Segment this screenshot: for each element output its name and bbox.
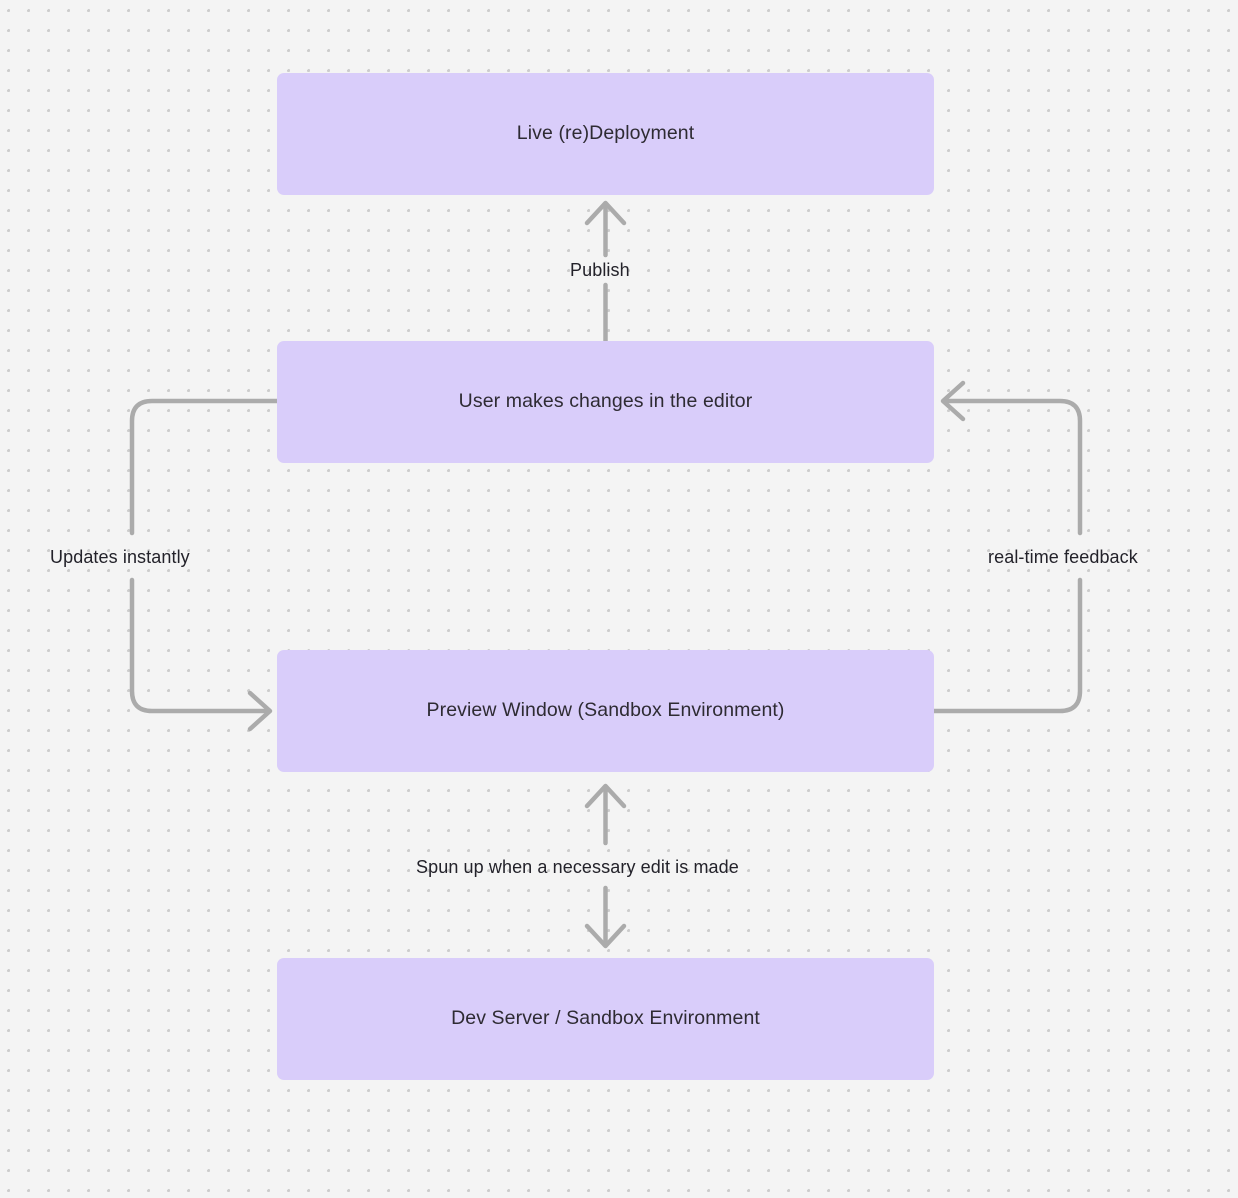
node-label: User makes changes in the editor [458, 390, 753, 413]
node-preview-window-sandbox-environment[interactable]: Preview Window (Sandbox Environment) [277, 650, 934, 772]
node-user-makes-changes-in-the-editor[interactable]: User makes changes in the editor [277, 341, 934, 463]
arrowhead-up-icon [584, 783, 627, 809]
arrowhead-right-icon [247, 690, 273, 732]
node-label: Live (re)Deployment [516, 122, 695, 145]
arrowhead-down-icon [584, 923, 627, 949]
node-label: Preview Window (Sandbox Environment) [426, 699, 785, 722]
node-dev-server-sandbox-environment[interactable]: Dev Server / Sandbox Environment [277, 958, 934, 1080]
arrowhead-up-icon [584, 200, 627, 226]
edge-label-publish: Publish [570, 260, 630, 280]
node-live-redeployment[interactable]: Live (re)Deployment [277, 73, 934, 195]
edge-label-spun-up-when-a-necessary-edit-is-made: Spun up when a necessary edit is made [416, 857, 739, 877]
node-label: Dev Server / Sandbox Environment [451, 1007, 760, 1030]
edge-label-updates-instantly: Updates instantly [50, 547, 190, 567]
arrowhead-left-icon [940, 380, 966, 422]
edge-label-real-time-feedback: real-time feedback [988, 547, 1138, 567]
